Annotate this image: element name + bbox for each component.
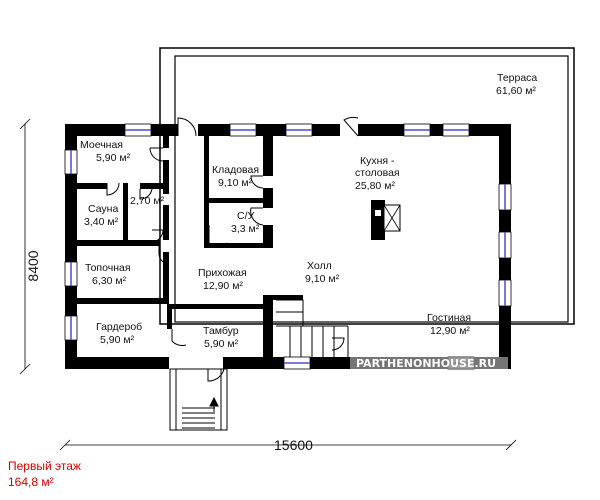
- floor-name: Первый этаж: [8, 459, 81, 473]
- room-area-small: 2,70 м²: [130, 195, 165, 207]
- room-area-terrasa: 61,60 м²: [496, 85, 536, 97]
- room-name-garderob: Гардероб: [96, 321, 142, 333]
- room-area-su: 3,3 м²: [231, 223, 260, 235]
- dimension-width: 15600: [274, 437, 313, 453]
- room-name-terrasa: Терраса: [497, 72, 537, 84]
- room-name-moechnaya: Моечная: [80, 139, 123, 151]
- room-area-holl: 9,10 м²: [305, 273, 340, 285]
- room-name-gostinaya: Гостиная: [427, 312, 471, 324]
- room-area-kuhnya: 25,80 м²: [355, 180, 395, 192]
- room-name-tambur: Тамбур: [203, 325, 239, 337]
- room-area-sauna: 3,40 м²: [84, 216, 119, 228]
- staircase: [276, 299, 349, 357]
- room-name-kuhnya-line2: столовая: [355, 167, 400, 179]
- windows: [64, 123, 512, 370]
- room-area-kladovaya: 9,10 м²: [218, 177, 253, 189]
- room-name-topochnaya: Топочная: [85, 262, 131, 274]
- room-name-holl: Холл: [307, 260, 332, 272]
- room-name-su: С/У: [237, 210, 255, 222]
- room-area-garderob: 5,90 м²: [100, 334, 135, 346]
- watermark: PARTHENONHOUSE.RU: [350, 357, 508, 370]
- floor-area: 164,8 м²: [8, 475, 54, 489]
- fireplace: [371, 200, 401, 240]
- room-area-moechnaya: 5,90 м²: [96, 152, 131, 164]
- dimension-height: 8400: [25, 250, 41, 281]
- room-name-prihozhaya: Прихожая: [198, 267, 247, 279]
- room-name-sauna: Сауна: [88, 203, 118, 215]
- room-name-kladovaya: Кладовая: [212, 164, 259, 176]
- dimension-lines: [19, 118, 517, 451]
- entry-stairs: [169, 368, 228, 431]
- interior-walls: [77, 136, 303, 369]
- room-area-topochnaya: 6,30 м²: [92, 275, 127, 287]
- room-area-prihozhaya: 12,90 м²: [203, 280, 243, 292]
- watermark-text: PARTHENONHOUSE.RU: [356, 357, 496, 370]
- room-area-gostinaya: 12,90 м²: [430, 325, 470, 337]
- room-name-kuhnya-line1: Кухня -: [360, 155, 395, 167]
- room-labels: Моечная 5,90 м² Сауна 3,40 м² 2,70 м² То…: [80, 72, 537, 350]
- boiler-icon: [98, 241, 103, 246]
- room-area-tambur: 5,90 м²: [204, 338, 239, 350]
